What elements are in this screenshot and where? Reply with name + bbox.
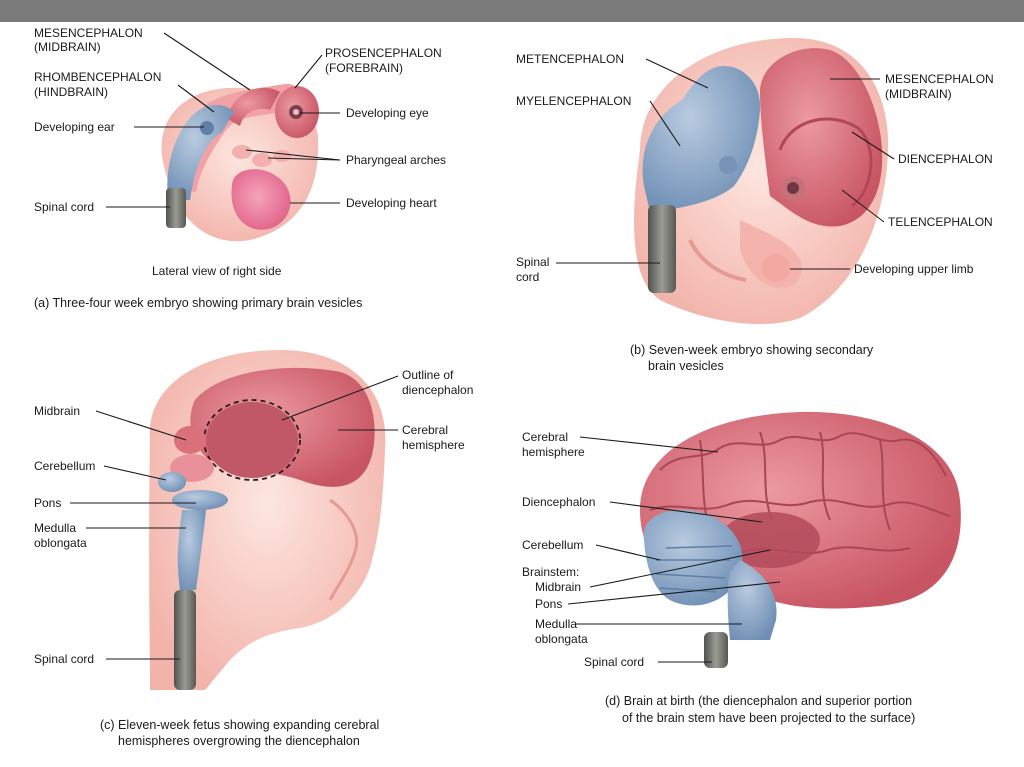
label-developing-eye: Developing eye (346, 106, 429, 120)
label-rhombencephalon-a: RHOMBENCEPHALON(HINDBRAIN) (34, 70, 161, 99)
label-myelencephalon: MYELENCEPHALON (516, 94, 631, 108)
label-spinal-cord-d: Spinal cord (584, 655, 644, 669)
label-midbrain-d: Midbrain (535, 580, 581, 594)
label-cerebellum-c: Cerebellum (34, 459, 95, 473)
label-diencephalon-d: Diencephalon (522, 495, 595, 509)
embryo-b-illustration (634, 38, 888, 324)
embryo-a-illustration (162, 84, 319, 241)
panel-a: MESENCEPHALON(MIDBRAIN) RHOMBENCEPHALON(… (34, 26, 446, 310)
label-mesencephalon-a: MESENCEPHALON(MIDBRAIN) (34, 26, 143, 54)
label-brainstem: Brainstem: (522, 565, 579, 579)
label-midbrain-c: Midbrain (34, 404, 80, 418)
caption-panel-a: (a) Three-four week embryo showing prima… (34, 296, 362, 310)
label-diencephalon-b: DIENCEPHALON (898, 152, 993, 166)
label-developing-heart: Developing heart (346, 196, 437, 210)
label-pons-d: Pons (535, 597, 562, 611)
label-pharyngeal-arches: Pharyngeal arches (346, 153, 446, 167)
note-lateral-view: Lateral view of right side (152, 264, 282, 278)
label-metencephalon: METENCEPHALON (516, 52, 624, 66)
caption-panel-c: (c) Eleven-week fetus showing expanding … (100, 718, 379, 748)
brain-d-illustration (640, 412, 961, 668)
label-telencephalon: TELENCEPHALON (888, 215, 993, 229)
fetus-c-illustration (149, 350, 385, 690)
label-cerebellum-d: Cerebellum (522, 538, 583, 552)
label-developing-ear: Developing ear (34, 120, 115, 134)
caption-panel-d: (d) Brain at birth (the diencephalon and… (605, 694, 915, 725)
label-mesencephalon-b: MESENCEPHALON(MIDBRAIN) (885, 72, 994, 101)
label-spinal-cord-a: Spinal cord (34, 200, 94, 214)
label-prosencephalon: PROSENCEPHALON(FOREBRAIN) (325, 46, 442, 75)
label-pons-c: Pons (34, 496, 61, 510)
panel-b: METENCEPHALON MYELENCEPHALON MESENCEPHAL… (516, 38, 994, 373)
label-spinal-cord-c: Spinal cord (34, 652, 94, 666)
label-developing-upper-limb: Developing upper limb (854, 262, 974, 276)
